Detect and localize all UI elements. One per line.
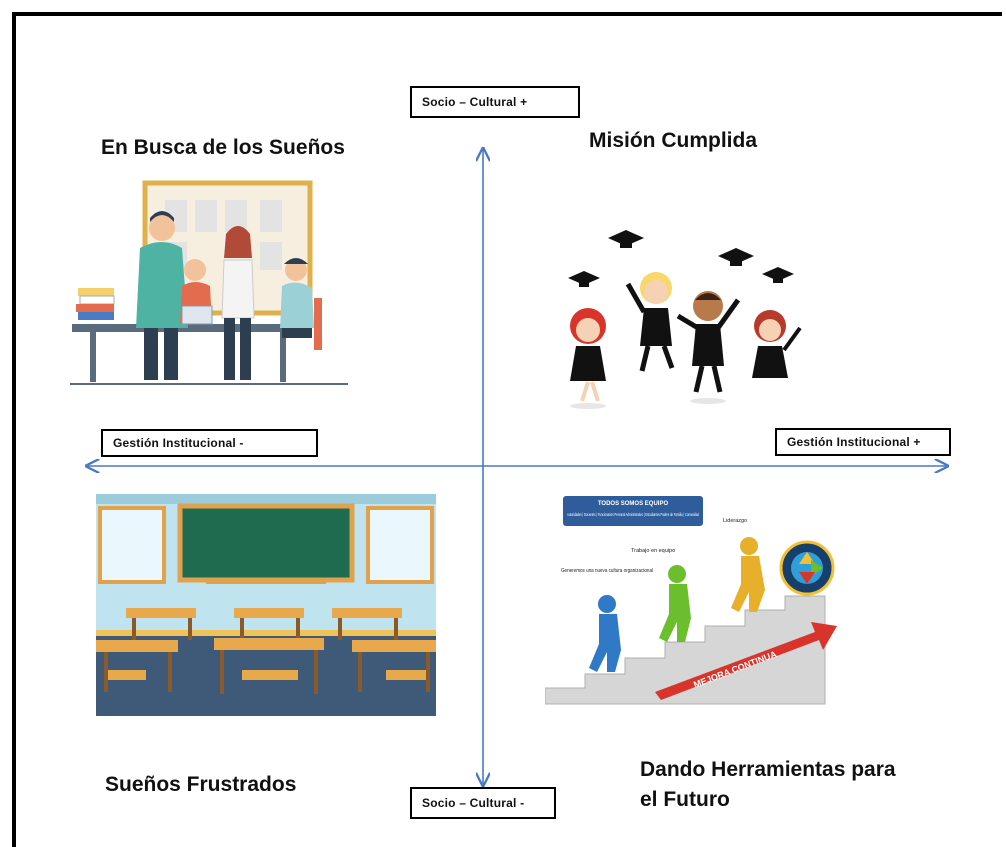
title-bottom-right-line2: el Futuro [640, 788, 730, 812]
axis-label-bottom: Socio – Cultural - [410, 787, 556, 819]
title-bottom-right: Dando Herramientas para el Futuro [640, 755, 896, 816]
axis-label-right: Gestión Institucional + [775, 428, 951, 456]
stairs-banner-title: TODOS SOMOS EQUIPO [598, 501, 669, 507]
team-meeting-illustration [70, 178, 350, 390]
title-top-left: En Busca de los Sueños [101, 136, 345, 159]
title-top-right: Misión Cumplida [589, 129, 757, 152]
axis-label-top: Socio – Cultural + [410, 86, 580, 118]
stairs-label-3: Liderazgo [723, 518, 747, 524]
title-bottom-right-line1: Dando Herramientas para [640, 758, 896, 781]
empty-classroom-illustration [96, 494, 436, 716]
stairs-label-1: Generemos una nueva cultura organizacion… [561, 568, 653, 574]
stairs-label-2: Trabajo en equipo [631, 548, 675, 554]
graduates-illustration [548, 196, 838, 416]
title-bottom-left: Sueños Frustrados [105, 773, 297, 796]
stairs-banner-text: Autoridades | Docentes | Funcionarios Pe… [567, 512, 699, 517]
improvement-stairs-illustration: TODOS SOMOS EQUIPO Autoridades | Docente… [545, 492, 857, 706]
axis-label-left: Gestión Institucional - [101, 429, 318, 457]
